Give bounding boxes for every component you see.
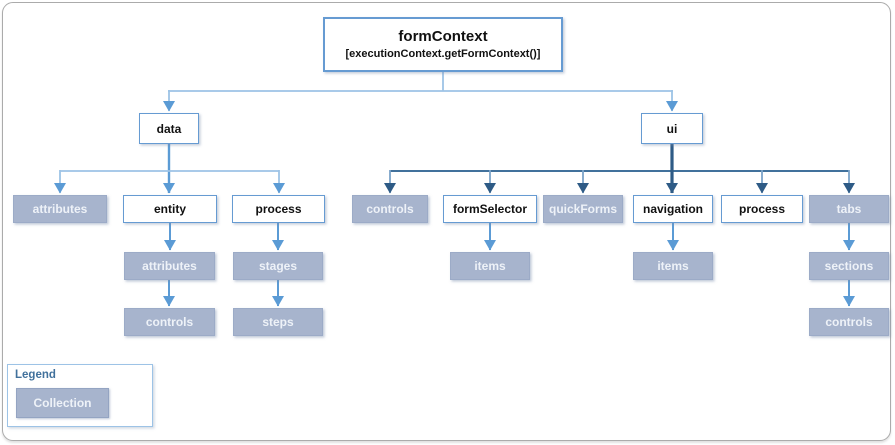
node-formselector-items: items <box>450 252 530 280</box>
node-entity-attributes: attributes <box>124 252 215 280</box>
node-ui-controls: controls <box>352 195 428 223</box>
legend-collection-swatch: Collection <box>16 388 109 418</box>
node-navigation: navigation <box>633 195 713 223</box>
node-formselector: formSelector <box>443 195 537 223</box>
node-navigation-items: items <box>633 252 713 280</box>
node-formcontext: formContext [executionContext.getFormCon… <box>323 17 563 72</box>
formcontext-title: formContext <box>398 28 488 46</box>
node-tabs: tabs <box>809 195 889 223</box>
node-quickforms: quickForms <box>543 195 623 223</box>
node-process-steps: steps <box>233 308 323 336</box>
formcontext-subtitle: [executionContext.getFormContext()] <box>345 47 541 60</box>
node-process-stages: stages <box>233 252 323 280</box>
node-data: data <box>139 113 199 144</box>
node-data-process: process <box>232 195 325 223</box>
node-ui: ui <box>641 113 703 144</box>
node-tabs-controls: controls <box>809 308 889 336</box>
node-entity-controls: controls <box>124 308 215 336</box>
legend: Legend Collection <box>7 364 153 427</box>
node-data-attributes: attributes <box>13 195 107 223</box>
legend-title: Legend <box>15 369 56 381</box>
node-ui-process: process <box>721 195 803 223</box>
node-entity: entity <box>123 195 217 223</box>
node-tabs-sections: sections <box>809 252 889 280</box>
